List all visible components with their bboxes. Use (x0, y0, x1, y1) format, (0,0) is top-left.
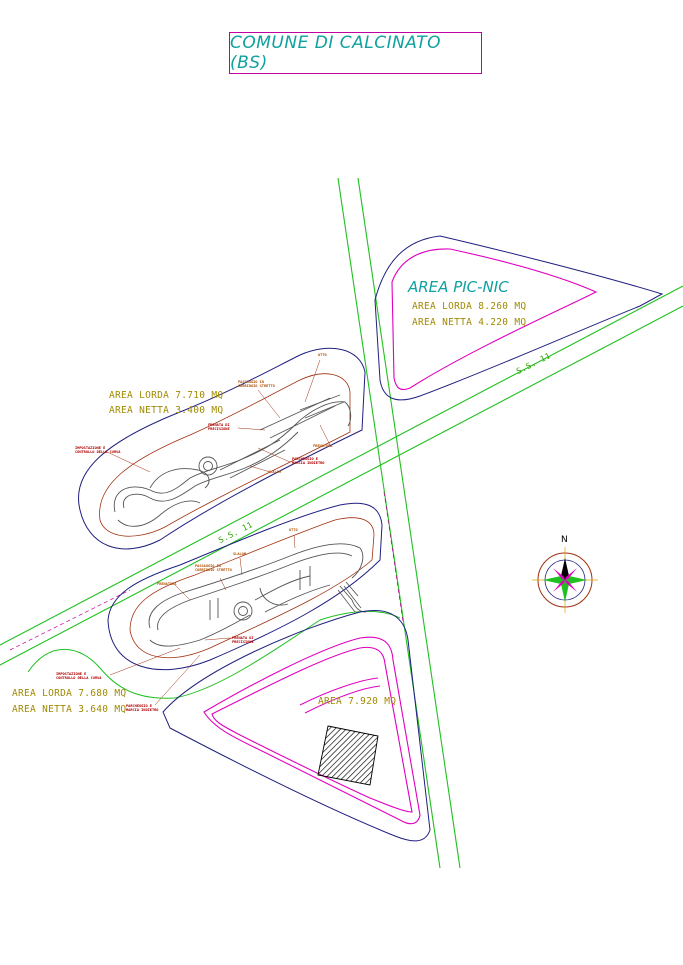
lower-frenata-label: FRENATA DI PRECISIONE (232, 636, 254, 645)
parking-area (162, 610, 431, 842)
picnic-name: AREA PIC-NIC (408, 278, 509, 296)
lower-track-lorda: AREA LORDA 7.680 MQ (12, 688, 127, 699)
upper-parcheggio-label: PARCHEGGIO E MARCIA INDIETRO (292, 457, 325, 466)
upper-otto-label: OTTO (318, 353, 327, 357)
lower-impostazione-label: IMPOSTAZIONE E CONTROLLO DELLA CURVA (56, 672, 102, 681)
access-road (27, 611, 401, 699)
access-road-dashed-2 (383, 491, 404, 623)
upper-track-netta: AREA NETTA 3.400 MQ (109, 405, 224, 416)
picnic-lorda: AREA LORDA 8.260 MQ (412, 301, 527, 312)
access-road-dashed (9, 589, 131, 651)
lower-track (107, 502, 383, 706)
picnic-area (374, 235, 664, 401)
upper-frenatura-label: FRENATURA (313, 444, 333, 448)
lower-otto-label: OTTO (289, 528, 298, 532)
upper-slalom-label: SLALOM (268, 470, 281, 474)
hatched-building (317, 725, 379, 786)
upper-passaggio-label: PASSAGGIO IN CORRIDOIO STRETTO (238, 380, 275, 389)
compass-rose-icon (532, 547, 598, 613)
road-ss11 (0, 285, 683, 666)
lower-passaggio-label: PASSAGGIO IN CORRIDOIO STRETTO (195, 564, 232, 573)
lower-parcheggio-label: PARCHEGGIO E MARCIA INDIETRO (126, 704, 159, 713)
lower-frenatura-label: FRENATURA (157, 582, 177, 586)
upper-frenata-label: FRENATA DI PRECISIONE (208, 423, 230, 432)
upper-track-lorda: AREA LORDA 7.710 MQ (109, 390, 224, 401)
compass-north-label: N (561, 535, 568, 545)
picnic-netta: AREA NETTA 4.220 MQ (412, 317, 527, 328)
lower-track-netta: AREA NETTA 3.640 MQ (12, 704, 127, 715)
upper-track (78, 347, 366, 550)
road-vertical (337, 177, 461, 869)
title-box: COMUNE DI CALCINATO (BS) (229, 32, 482, 74)
parking-area-label: AREA 7.920 MQ (318, 696, 397, 707)
lower-slalom-label: SLALOM (233, 552, 246, 556)
page-title: COMUNE DI CALCINATO (BS) (230, 33, 441, 73)
upper-impostazione-label: IMPOSTAZIONE E CONTROLLO DELLA CURVA (75, 446, 121, 455)
